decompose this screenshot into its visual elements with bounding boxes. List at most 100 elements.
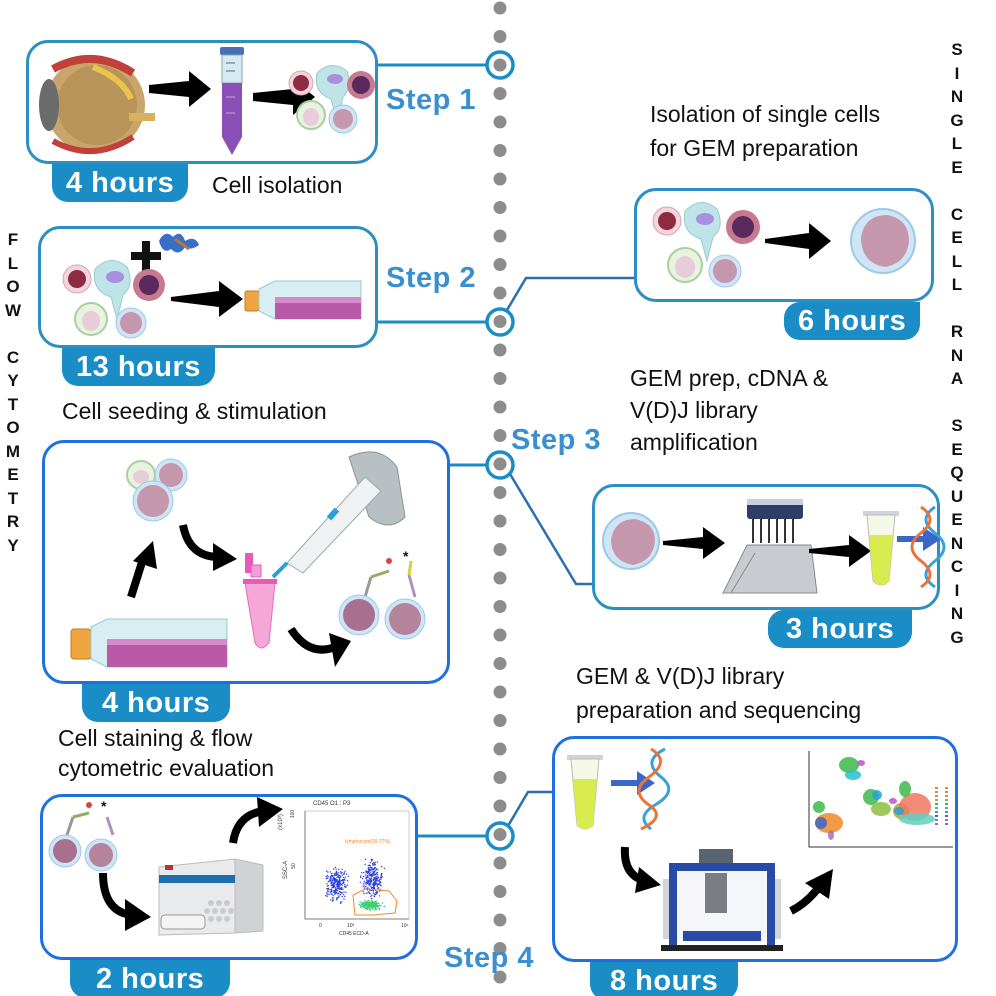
scatter-point [339,871,342,873]
scatter-point [341,874,343,876]
scatter-point [347,880,349,882]
scatter-point [341,892,343,894]
umap-cluster [839,757,859,773]
scatter-point [344,870,346,873]
curved-arrow-icon [229,797,283,844]
scatter-point [366,902,368,904]
umap-legend-swatch [945,823,948,825]
scatter-point [326,883,328,885]
scatter-point [381,873,383,875]
scatter-point [343,894,345,896]
scatter-point [336,882,339,885]
flow-cytometry-letter: M [5,441,21,461]
umap-cluster [815,817,827,829]
scatter-point [331,887,333,889]
scatter-point [335,874,338,876]
flow-cytometry-letter: W [4,300,22,320]
scatter-point [330,884,332,887]
scatter-point [332,896,334,899]
flow-cytometry-letter: E [7,465,19,484]
eppendorf-tube-icon [243,553,277,649]
scatter-point [363,875,365,878]
umap-legend-swatch [935,823,938,825]
scatter-point [326,895,328,898]
scrna-seq-letter: E [951,157,963,177]
umap-legend-swatch [935,807,938,809]
stained-cells-icon: * [338,548,426,640]
umap-legend-swatch [945,787,948,789]
scatter-point [337,887,339,889]
curved-arrow-icon [179,524,237,571]
timeline-dot [493,742,507,756]
scatter-point [366,881,368,883]
scatter-point [375,906,377,908]
scatter-point [327,894,329,896]
scatter-point [378,895,380,897]
step-2-connector-right [505,276,634,311]
step-2-label: Step 2 [386,262,477,294]
scatter-point [334,881,336,883]
step-3-node [485,450,515,480]
scatter-point [372,881,375,884]
scatter-point [367,864,369,867]
scatter-point [371,904,374,906]
scatter-point [370,877,373,879]
scatter-point [380,878,382,880]
scatter-plot: CD45 O1 : P3 (x10³) SSC-A 100 50 lymphoc… [278,801,415,951]
scatter-point [373,895,375,897]
scatter-point [360,906,362,909]
plus-icon [131,241,161,271]
scatter-point [369,901,372,904]
scatter-point [361,872,363,874]
scrna-seq-letter: S [951,416,963,435]
scatter-point [372,864,374,866]
scatter-point [369,868,371,871]
sc-step1-panel [634,188,934,302]
scatter-point [362,885,364,887]
scatter-point [331,890,333,892]
scatter-plot-y-tick-mid: 50 [290,863,297,869]
scrna-seq-letter: E [951,510,963,529]
timeline-dot [493,429,507,442]
centrifuge-tube-icon [220,47,244,155]
scatter-point [338,895,340,897]
scatter-point [374,905,376,908]
scatter-point [331,900,334,902]
scatter-point [363,872,365,874]
scatter-point [328,891,330,893]
timeline-dot [493,58,507,72]
scatter-point [335,887,337,889]
scatter-point [369,862,371,864]
scrna-seq-letter: Q [950,463,964,482]
scatter-point [325,876,327,878]
scatter-point [372,890,374,892]
scatter-point [364,905,366,908]
scatter-point [370,860,373,862]
scatter-point [343,872,346,874]
sc-step3-panel [552,736,958,962]
scatter-point [341,871,343,874]
fc-step3-caption-line2: cytometric evaluation [58,755,275,781]
scatter-point [381,902,384,904]
scatter-point [360,875,362,877]
scatter-point [331,875,334,878]
scatter-point [370,869,372,872]
scatter-point [374,867,377,869]
scatter-point [370,895,372,898]
umap-cluster [813,801,825,813]
scatter-point [371,862,374,865]
scatter-point [373,876,375,879]
scatter-point [339,875,341,877]
umap-legend-swatch [935,795,938,797]
scatter-point [335,873,337,875]
scrna-seq-letter: N [950,604,964,623]
scatter-point [333,883,335,885]
scrna-seq-letter: N [950,533,964,553]
scatter-point [369,873,371,875]
scatter-point [375,869,377,871]
scrna-seq-letter: N [950,87,964,106]
sc-step2-caption-line3: amplification [630,429,758,455]
timeline-dot [493,457,507,471]
umap-cluster [857,760,865,766]
